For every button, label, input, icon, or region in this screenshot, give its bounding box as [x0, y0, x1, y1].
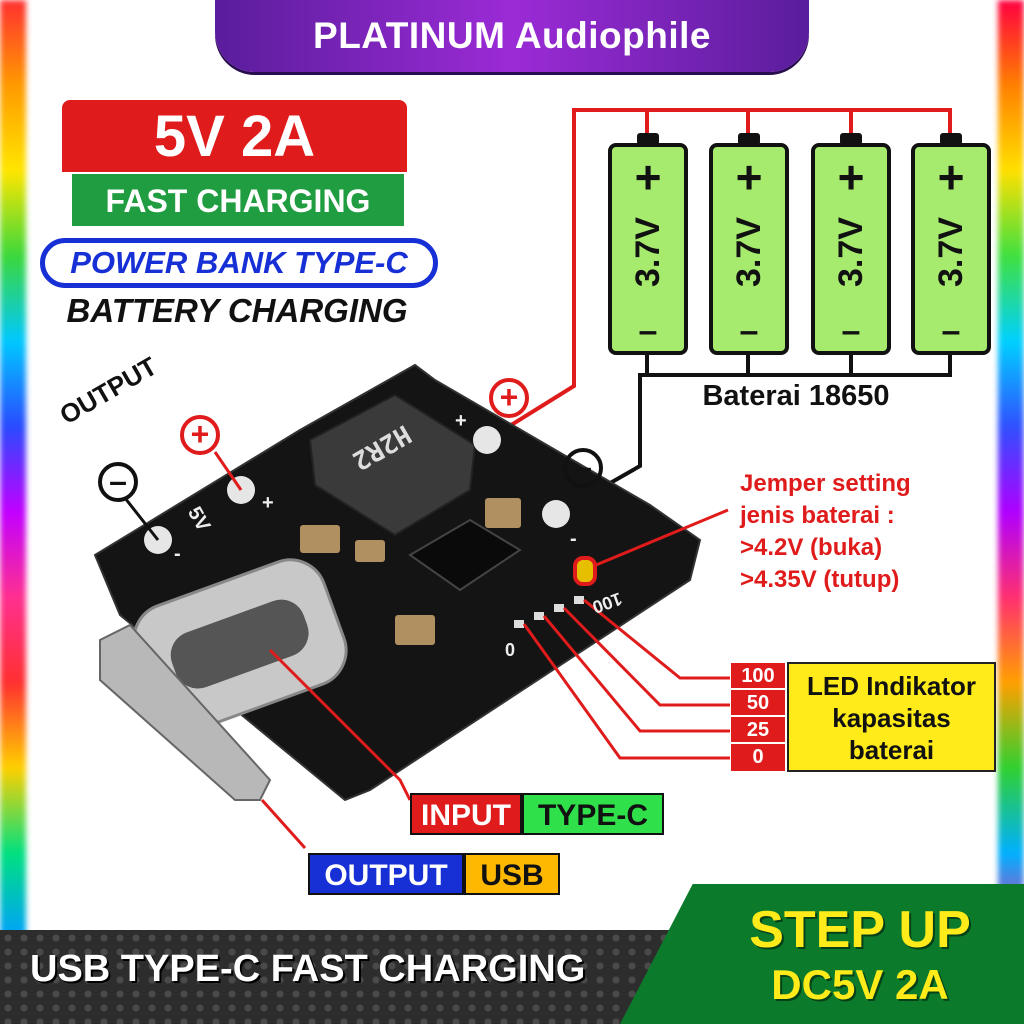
led-100-line — [583, 598, 730, 680]
battery-3-minus: – — [841, 312, 861, 350]
input-line — [268, 648, 412, 801]
dc-spec-text: DC5V 2A — [771, 961, 949, 1008]
bat-minus-text: - — [570, 528, 577, 550]
output-tag: OUTPUT — [308, 853, 464, 895]
led-level-50: 50 — [730, 689, 786, 716]
positive-wire — [485, 108, 952, 442]
ic-chip — [408, 518, 522, 592]
step-up-text: STEP UP — [749, 901, 971, 959]
led-0-line — [522, 623, 730, 760]
usb-a-port — [99, 623, 272, 801]
battery-type-label: Baterai 18650 — [702, 380, 890, 412]
pad-plus-text: + — [262, 492, 274, 514]
jumper-note: Jemper setting jenis baterai : >4.2V (bu… — [740, 468, 970, 596]
typec-tag: TYPE-C — [522, 793, 664, 835]
battery-2-minus: – — [739, 312, 759, 350]
capacitor — [355, 540, 385, 562]
brand-banner: PLATINUM Audiophile — [215, 0, 809, 72]
battery-cell-3 — [811, 133, 891, 355]
battery-cell-2 — [709, 133, 789, 355]
footer-green-panel — [620, 884, 1024, 1024]
input-tag: INPUT — [410, 793, 522, 835]
led-100 — [574, 596, 584, 604]
battery-minus-pad — [542, 500, 570, 528]
pcb-board — [93, 363, 702, 802]
battery-1-minus: – — [638, 312, 658, 350]
led-50-line — [562, 606, 730, 707]
battery-4-plus: + — [937, 151, 965, 203]
footer-left-text: USB TYPE-C FAST CHARGING — [30, 948, 586, 990]
led-0 — [514, 620, 524, 628]
battery-charging-label: BATTERY CHARGING — [66, 292, 408, 329]
output-minus-line — [123, 497, 160, 541]
capacitor — [485, 498, 521, 528]
jumper-line-3: >4.2V (buka) — [740, 534, 883, 561]
pad-minus-text: - — [174, 543, 181, 565]
led-level-25: 25 — [730, 716, 786, 743]
rainbow-border-left — [0, 0, 26, 1024]
jumper-line-4: >4.35V (tutup) — [740, 566, 900, 593]
battery-cell-4 — [911, 133, 991, 355]
led-level-100: 100 — [730, 662, 786, 689]
usb-tag: USB — [464, 853, 560, 895]
output-usb-line — [260, 798, 307, 850]
battery-cell-1 — [608, 133, 688, 355]
type-c-opening — [170, 599, 309, 689]
battery-plus-pad — [473, 426, 501, 454]
led-50 — [554, 604, 564, 612]
rainbow-border-right — [998, 0, 1024, 1024]
led-title-line-3: baterai — [848, 735, 935, 765]
led-indicator-box: 100 50 25 0 LED Indikator kapasitas bate… — [730, 662, 996, 772]
battery-3-plus: + — [837, 151, 865, 203]
battery-2-voltage: 3.7V — [730, 217, 768, 287]
battery-1-plus: + — [634, 151, 662, 203]
led-25-line — [542, 615, 730, 733]
power-bank-label: POWER BANK TYPE-C — [70, 245, 408, 280]
fast-charging-badge: FAST CHARGING — [72, 174, 404, 226]
inductor — [308, 393, 477, 537]
battery-minus-icon: – — [563, 448, 603, 488]
led-title-line-1: LED Indikator — [806, 671, 976, 701]
power-bank-badge: POWER BANK TYPE-C — [40, 238, 438, 288]
jumper-pad — [573, 556, 597, 586]
brand-title: PLATINUM Audiophile — [313, 15, 711, 56]
output-plus-icon: + — [180, 415, 220, 455]
capacitor — [300, 525, 340, 553]
battery-4-minus: – — [941, 312, 961, 350]
battery-2-plus: + — [735, 151, 763, 203]
battery-4-voltage: 3.7V — [932, 217, 970, 287]
jumper-line-1: Jemper setting — [740, 470, 911, 497]
output-plus-line — [213, 451, 243, 491]
voltage-badge: 5V 2A — [62, 100, 407, 172]
bat-plus-text: + — [455, 410, 467, 432]
battery-plus-icon: + — [489, 378, 529, 418]
output-minus-icon: – — [98, 462, 138, 502]
battery-3-voltage: 3.7V — [832, 217, 870, 287]
led-0-text: 0 — [505, 640, 516, 660]
capacitor — [395, 615, 435, 645]
led-level-0: 0 — [730, 743, 786, 772]
led-25 — [534, 612, 544, 620]
jumper-line-2: jenis baterai : — [740, 502, 895, 529]
led-title-line-2: kapasitas — [832, 703, 951, 733]
footer-hex-pattern — [0, 930, 700, 1024]
jumper-line — [595, 508, 729, 567]
led-indicator-title: LED Indikator kapasitas baterai — [787, 662, 996, 772]
battery-1-voltage: 3.7V — [629, 217, 667, 287]
